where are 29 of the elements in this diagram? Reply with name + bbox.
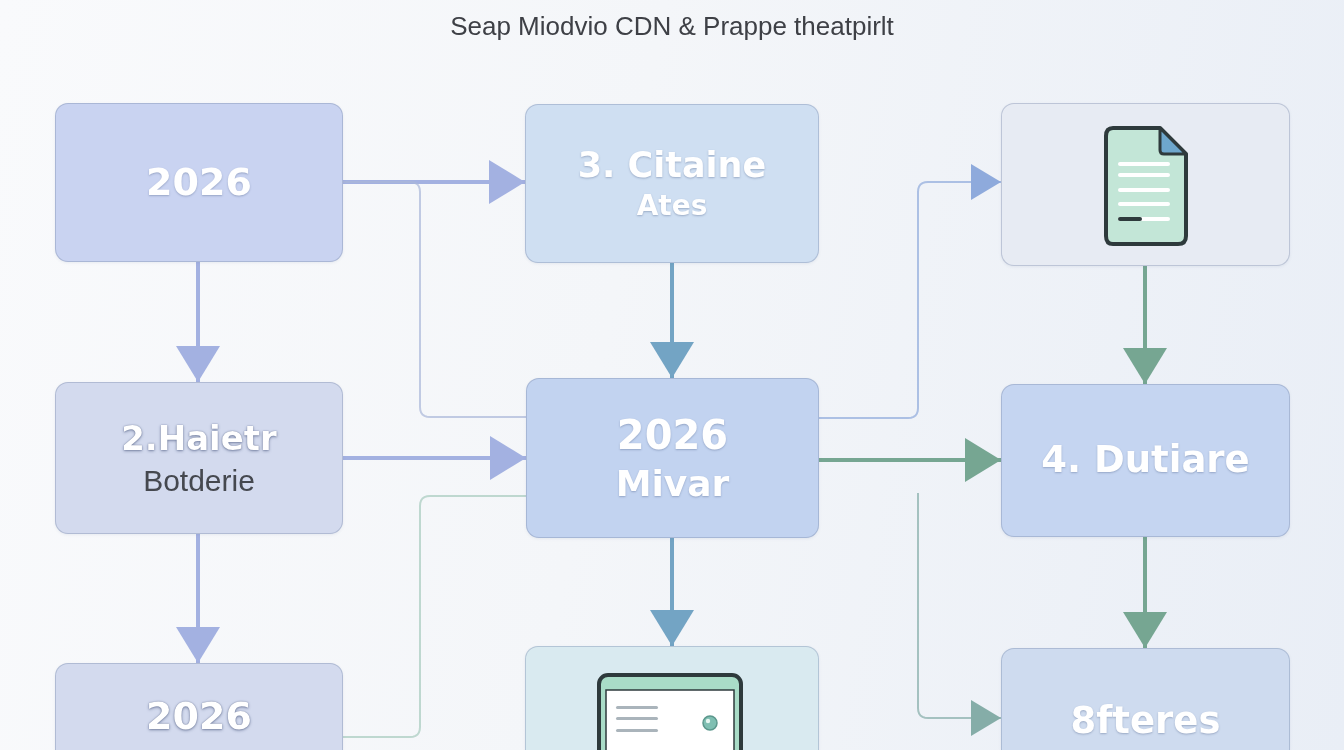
arrow (819, 438, 1001, 482)
arrow (343, 160, 525, 204)
arrow (176, 534, 220, 663)
box-subtitle: Mivar (615, 461, 730, 506)
arrow (343, 436, 526, 480)
process-box (525, 646, 819, 750)
box-title: 2.Haietr (121, 417, 277, 461)
connector-line (342, 181, 527, 418)
process-box (1001, 103, 1290, 266)
arrow (1123, 537, 1167, 648)
diagram-title: Seap Miodvio CDN & Prappe theatpirlt (450, 11, 894, 42)
arrow (650, 263, 694, 378)
process-box (1001, 384, 1290, 537)
process-box (55, 663, 343, 750)
process-box (1001, 648, 1290, 750)
arrow (818, 164, 1002, 419)
process-box (55, 382, 343, 534)
box-subtitle: Botderie (143, 462, 255, 499)
process-box (55, 103, 343, 262)
connector-line (342, 495, 527, 738)
arrow (650, 538, 694, 646)
process-box (526, 378, 819, 538)
box-title: 4. Dutiare (1041, 437, 1250, 484)
arrow (1123, 266, 1167, 384)
box-title: 2026 (146, 693, 252, 740)
arrow (176, 262, 220, 382)
process-box (525, 104, 819, 263)
arrow (917, 492, 1002, 736)
box-title: 2026 (616, 410, 729, 460)
